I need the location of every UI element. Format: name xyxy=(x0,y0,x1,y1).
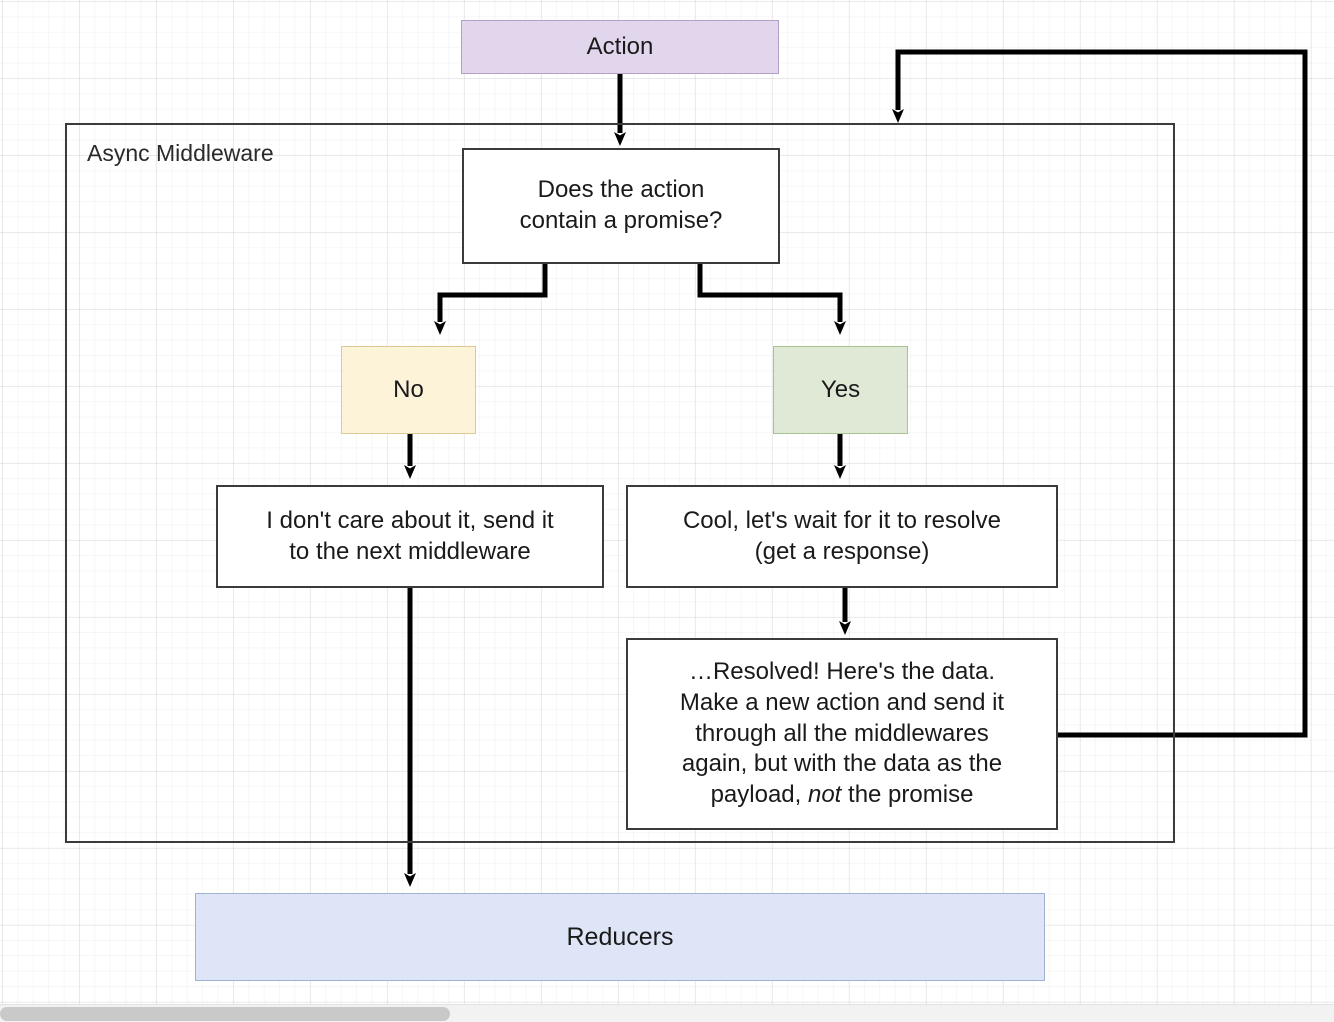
resolved-line-2: Make a new action and send it xyxy=(679,688,1005,716)
resolved-line-5-emphasis: not xyxy=(807,781,842,809)
node-decision-label: Does the action contain a promise? xyxy=(464,175,778,236)
async-middleware-label: Async Middleware xyxy=(87,140,274,166)
node-yes-result-label: Cool, let's wait for it to resolve (get … xyxy=(628,506,1056,567)
resolved-line-4: again, but with the data as the xyxy=(681,750,1003,778)
node-yes-result[interactable]: Cool, let's wait for it to resolve (get … xyxy=(626,485,1058,588)
resolved-line-1: …Resolved! Here's the data. xyxy=(688,658,996,686)
no-result-line-2: to the next middleware xyxy=(289,537,531,565)
node-no[interactable]: No xyxy=(341,346,476,434)
node-decision[interactable]: Does the action contain a promise? xyxy=(462,148,780,264)
node-action-label: Action xyxy=(586,32,654,60)
decision-line-1: Does the action xyxy=(537,176,705,204)
node-no-result[interactable]: I don't care about it, send it to the ne… xyxy=(216,485,604,588)
async-middleware-container[interactable] xyxy=(65,123,1175,843)
resolved-line-3: through all the middlewares xyxy=(695,719,989,747)
yes-result-line-1: Cool, let's wait for it to resolve xyxy=(682,506,1002,534)
no-result-line-1: I don't care about it, send it xyxy=(266,506,554,534)
node-action[interactable]: Action xyxy=(461,20,779,74)
node-no-label: No xyxy=(393,375,424,403)
resolved-line-5-suffix: the promise xyxy=(841,781,974,809)
decision-line-2: contain a promise? xyxy=(519,207,723,234)
horizontal-scrollbar-thumb[interactable] xyxy=(0,1007,450,1021)
node-resolved[interactable]: …Resolved! Here's the data. Make a new a… xyxy=(626,638,1058,830)
node-no-result-label: I don't care about it, send it to the ne… xyxy=(218,506,602,567)
node-reducers-label: Reducers xyxy=(566,923,674,951)
horizontal-scrollbar[interactable] xyxy=(0,1004,1334,1022)
yes-result-line-2: (get a response) xyxy=(754,537,930,565)
node-yes[interactable]: Yes xyxy=(773,346,908,434)
node-reducers[interactable]: Reducers xyxy=(195,893,1045,981)
node-resolved-label: …Resolved! Here's the data. Make a new a… xyxy=(628,657,1056,811)
node-yes-label: Yes xyxy=(820,375,861,403)
resolved-line-5-prefix: payload, xyxy=(710,781,808,809)
